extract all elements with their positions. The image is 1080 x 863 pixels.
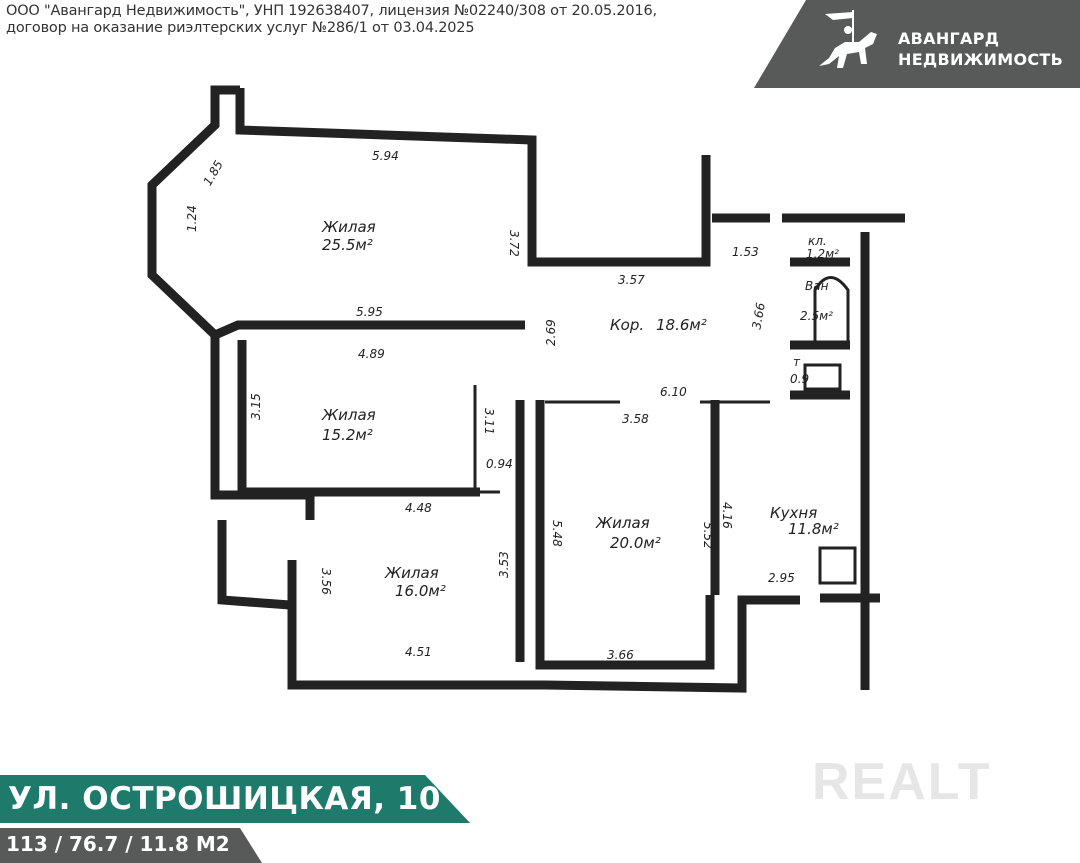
dimension: 1.24: [185, 205, 199, 232]
dimension: 5.52: [701, 522, 715, 549]
dimension: 6.10: [660, 385, 687, 399]
address: УЛ. ОСТРОШИЦКАЯ, 10: [8, 781, 441, 817]
logo-line-1: АВАНГАРД: [898, 29, 1000, 48]
room-name: Ван: [805, 279, 829, 293]
dimension: 3.58: [622, 412, 649, 426]
dimension: 3.66: [749, 301, 767, 330]
dimension: 4.51: [405, 645, 432, 659]
wall: [287, 560, 800, 693]
realt-watermark: REALT: [812, 753, 992, 811]
dimension: 3.66: [607, 648, 634, 662]
dimension: 5.48: [550, 520, 564, 547]
dimension: 2.95: [768, 571, 795, 585]
dimension: 5.95: [356, 305, 383, 319]
room-area: 2.5м²: [800, 309, 833, 323]
dimension: 5.94: [372, 149, 399, 163]
room-name: Жилая: [321, 218, 376, 236]
logo-line-2: НЕДВИЖИМОСТЬ: [898, 50, 1064, 69]
dimension: 3.11: [482, 408, 496, 435]
room-name: кл.: [808, 234, 827, 248]
room-area: 18.6м²: [656, 316, 707, 334]
wall: [147, 85, 525, 341]
room-area: 0.9: [790, 372, 809, 386]
dimension: 0.94: [486, 457, 513, 471]
dimension: 1.53: [732, 245, 759, 259]
wall: [535, 400, 715, 670]
wall: [217, 520, 291, 610]
partitions: [473, 276, 857, 585]
room-area: 15.2м²: [322, 426, 373, 444]
room-area: 11.8м²: [788, 520, 839, 538]
dimension: 4.48: [405, 501, 432, 515]
dimension: 3.53: [497, 551, 511, 578]
dimension: 3.56: [319, 568, 333, 595]
company-line-1: ООО "Авангард Недвижимость", УНП 1926384…: [6, 3, 657, 19]
room-name: Кухня: [770, 504, 817, 522]
wall: [210, 335, 315, 520]
dimension: 4.89: [358, 347, 385, 361]
logo-banner: [754, 0, 1080, 88]
room-name: Жилая: [595, 514, 650, 532]
knight-on-horse-icon: [819, 10, 877, 68]
company-info: ООО "Авангард Недвижимость", УНП 1926384…: [6, 3, 657, 37]
company-line-2: договор на оказание риэлтерских услуг №2…: [6, 20, 475, 36]
dimension-labels: 5.94 1.85 1.24 3.72 3.57 1.53 5.95 2.69 …: [185, 149, 795, 662]
dimension: 4.16: [720, 502, 734, 529]
room-name: Кор.: [610, 316, 644, 334]
dimension: 3.57: [618, 273, 645, 287]
room-labels: Жилая 25.5м² Кор. 18.6м² Жилая 15.2м² Жи…: [321, 218, 839, 600]
dimension: 1.85: [200, 158, 225, 188]
walls: [147, 85, 905, 693]
room-area: 25.5м²: [322, 236, 373, 254]
dimension: 2.69: [544, 319, 558, 346]
room-name: т: [793, 355, 801, 369]
dimension: 3.15: [249, 393, 263, 420]
areas-banner: 113 / 76.7 / 11.8 М2: [0, 828, 262, 863]
room-name: Жилая: [384, 564, 439, 582]
room-area: 16.0м²: [395, 582, 446, 600]
room-area: 1.2м²: [806, 247, 839, 261]
dimension: 3.72: [507, 230, 521, 257]
room-area: 20.0м²: [610, 534, 661, 552]
address-banner: УЛ. ОСТРОШИЦКАЯ, 10: [0, 775, 470, 823]
wall: [235, 88, 711, 267]
room-name: Жилая: [321, 406, 376, 424]
logo-text: АВАНГАРД НЕДВИЖИМОСТЬ: [898, 28, 1063, 70]
areas: 113 / 76.7 / 11.8 М2: [6, 832, 230, 856]
